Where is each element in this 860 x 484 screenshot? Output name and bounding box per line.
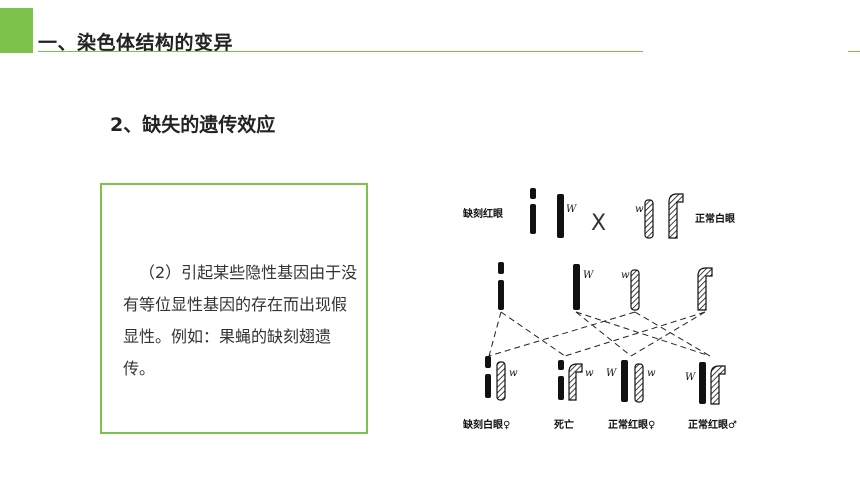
offspring-label-1: 缺刻白眼♀: [462, 418, 510, 431]
cross-lines: [488, 311, 711, 357]
parent-right-gene: w: [635, 204, 644, 215]
offspring3-gene-dominant: W: [606, 368, 617, 379]
fruit-fly-cross-diagram: 缺刻红眼 W X w 正常白眼 W w: [462, 188, 737, 431]
offspring2-gene: w: [585, 368, 594, 379]
gamete-gene-recessive: w: [621, 270, 630, 281]
explanation-box: （2）引起某些隐性基因由于没有等位显性基因的存在而出现假显性。例如：果蝇的缺刻翅…: [100, 183, 368, 434]
parent-right-chromosomes: [644, 193, 684, 239]
offspring1-gene: w: [509, 368, 518, 379]
offspring-chromosomes: [485, 356, 726, 405]
header-title: 一、染色体结构的变异: [38, 32, 234, 54]
explanation-text: （2）引起某些隐性基因由于没有等位显性基因的存在而出现假显性。例如：果蝇的缺刻翅…: [123, 263, 358, 378]
section-title: 2、缺失的遗传效应: [110, 114, 276, 136]
gamete-gene-dominant: W: [583, 270, 594, 281]
cross-symbol: X: [591, 211, 606, 236]
gamete-chromosomes: [498, 262, 713, 311]
offspring-label-2: 死亡: [554, 418, 574, 431]
header-accent-bar: [0, 8, 33, 53]
offspring4-gene: W: [685, 372, 696, 383]
parent-left-gene: W: [566, 204, 577, 215]
offspring-label-4: 正常红眼♂: [688, 418, 737, 431]
offspring-label-3: 正常红眼♀: [608, 418, 655, 431]
header-underline-end: [848, 51, 860, 52]
parent-left-label: 缺刻红眼: [462, 207, 503, 220]
parent-left-chromosomes: [530, 188, 564, 238]
header-underline: [38, 51, 643, 52]
offspring3-gene-recessive: w: [647, 368, 656, 379]
parent-right-label: 正常白眼: [695, 212, 735, 225]
